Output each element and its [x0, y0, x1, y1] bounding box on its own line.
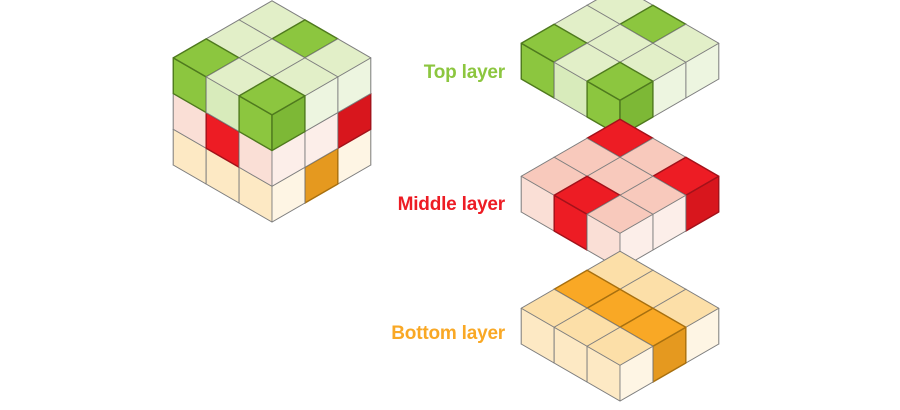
cube-face-top [586, 194, 654, 234]
ghost-cube [586, 326, 654, 402]
layer-bottom-layer[interactable] [520, 250, 720, 402]
middle-layer-label: Middle layer [397, 194, 506, 215]
cube-face-top [586, 326, 654, 366]
cube-face-top [238, 76, 306, 116]
layer-top-layer[interactable] [520, 0, 720, 137]
cube-face-top [586, 61, 654, 101]
solid-cube [586, 61, 654, 137]
layer-diagrams [520, 0, 720, 402]
solid-cube [238, 76, 306, 152]
top-layer-label: Top layer [423, 62, 505, 83]
bottom-layer-label: Bottom layer [391, 323, 505, 344]
composite-cube [172, 0, 372, 223]
layer-middle-layer[interactable] [520, 118, 720, 270]
